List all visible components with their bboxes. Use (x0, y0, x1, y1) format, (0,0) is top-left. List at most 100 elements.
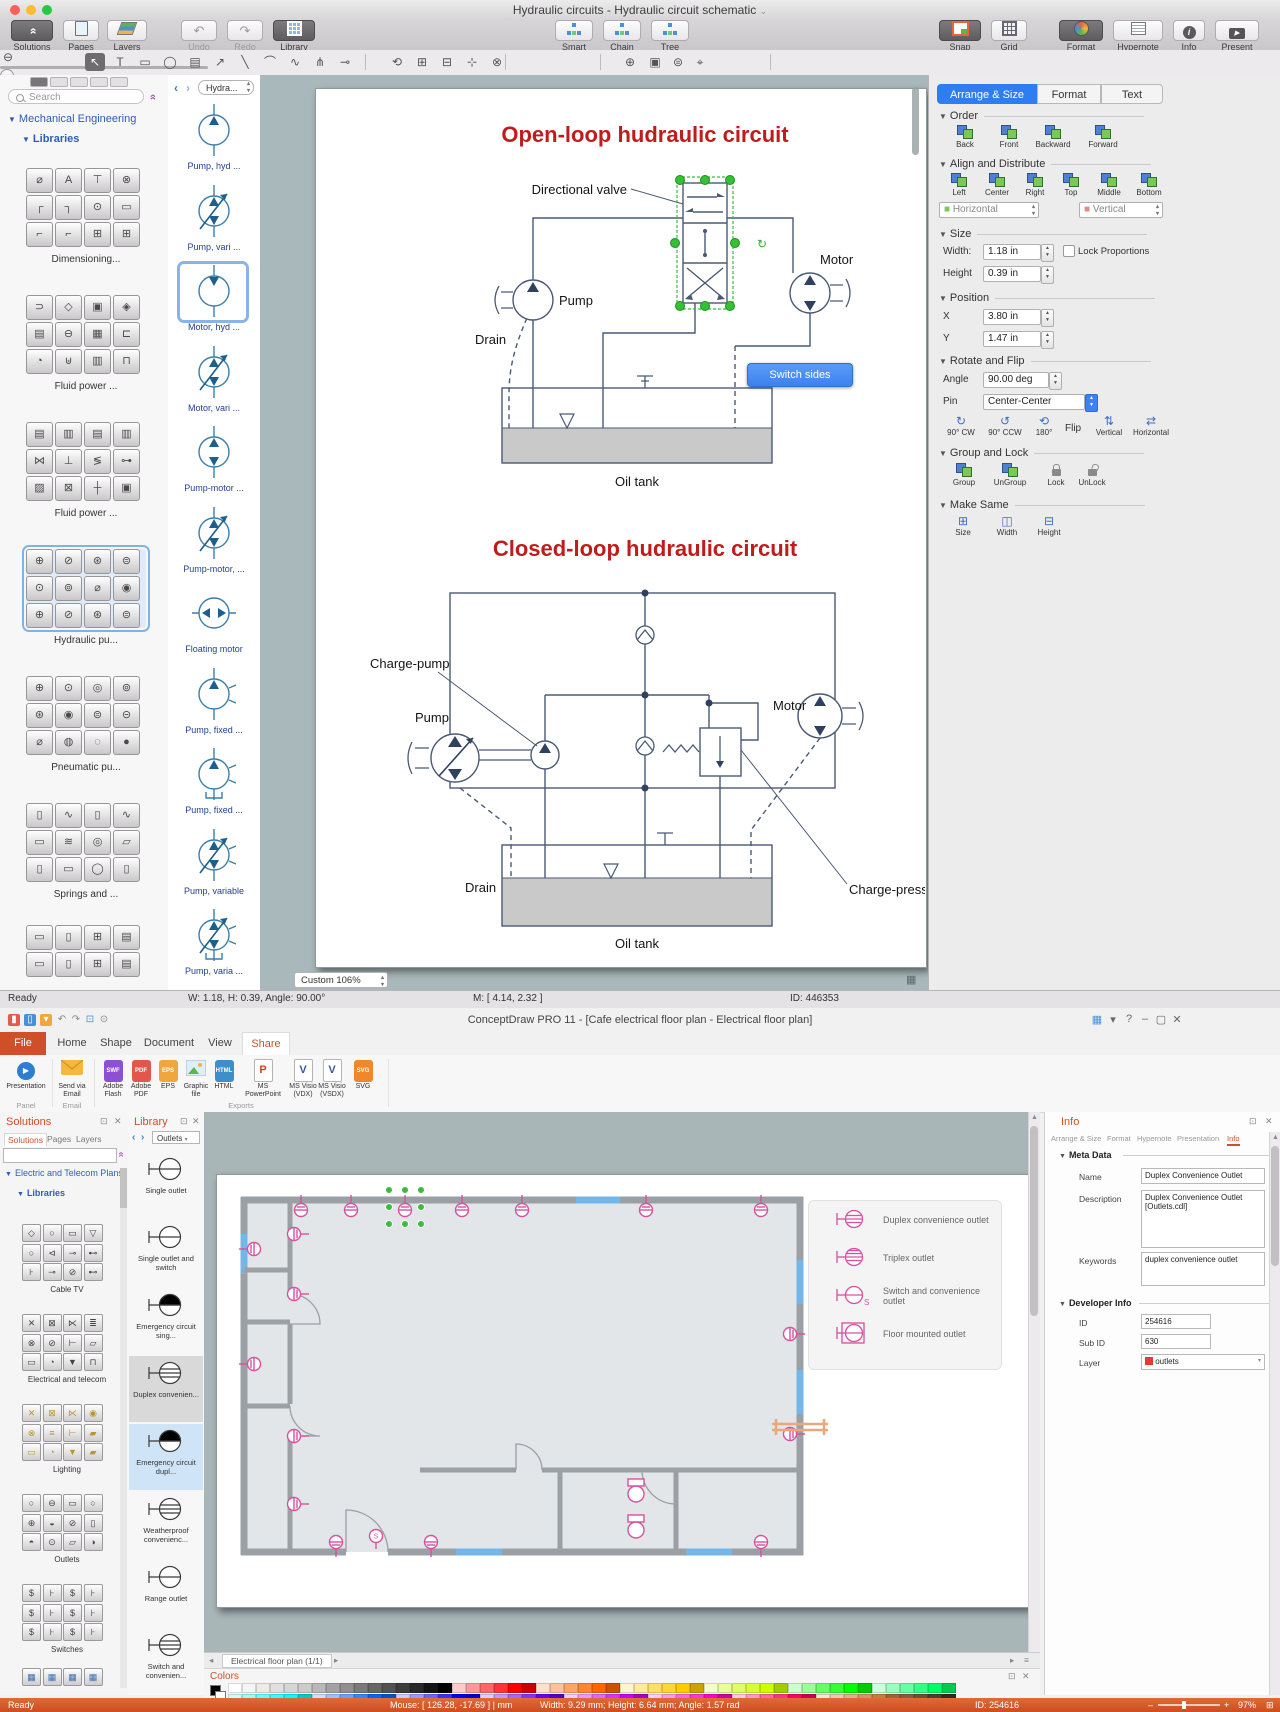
tab-shape[interactable]: Shape (100, 1037, 132, 1049)
stencil-icon[interactable]: ▦ (22, 1668, 41, 1686)
stencil-icon[interactable]: ⊞ (84, 952, 111, 977)
tab-view[interactable]: View (208, 1037, 232, 1049)
color-swatch[interactable] (578, 1683, 592, 1693)
tab-format[interactable]: Format (1037, 84, 1101, 104)
tab-text[interactable]: Text (1101, 84, 1163, 104)
stencil-item[interactable]: Pump, variable (168, 825, 260, 896)
tab-share[interactable]: Share (242, 1032, 290, 1055)
stencil-icon[interactable]: ▯ (83, 1513, 103, 1532)
height-stepper[interactable]: ▲▼ (1041, 266, 1054, 284)
stencil-icon[interactable]: ┼ (84, 476, 111, 501)
stencil-icon[interactable]: ⊢ (63, 1423, 82, 1442)
order-back-button[interactable]: Back (943, 125, 987, 149)
text-tool-icon[interactable]: T (116, 55, 124, 69)
library-forward-button[interactable]: › (141, 1132, 145, 1143)
close-icon[interactable]: ✕ (192, 1116, 200, 1126)
stencil-icon[interactable]: ▱ (83, 1333, 103, 1352)
save-icon[interactable]: ⊡ (85, 1014, 95, 1025)
stencil-icon[interactable]: ▤ (84, 422, 111, 447)
lock-proportions-checkbox[interactable] (1063, 245, 1075, 257)
stencil-icon[interactable]: ⊝ (113, 703, 140, 728)
stencil-icon[interactable]: ◍ (55, 730, 82, 755)
color-swatch[interactable] (298, 1683, 312, 1693)
close-icon[interactable]: ✕ (114, 1116, 122, 1126)
order-backward-button[interactable]: Backward (1031, 125, 1075, 149)
color-swatch[interactable] (466, 1683, 480, 1693)
stencil-icon[interactable]: ⊓ (113, 349, 140, 374)
stencil-icon[interactable]: ▥ (113, 422, 140, 447)
stencil-icon[interactable]: ◔ (42, 1443, 62, 1461)
tree-button[interactable]: Tree (648, 20, 692, 52)
pin-icon[interactable]: ⊡ (1008, 1671, 1016, 1681)
stencil-icon[interactable]: ▼ (63, 1353, 82, 1371)
selection-handles[interactable] (385, 1186, 425, 1228)
stencil-icon[interactable]: ┌ (26, 195, 53, 220)
stencil-icon[interactable]: ⊕ (26, 676, 53, 701)
color-swatch[interactable] (746, 1683, 760, 1693)
stencil-icon[interactable]: $ (63, 1603, 82, 1622)
stencil-icon[interactable]: ⊦ (42, 1603, 62, 1622)
stencil-icon[interactable]: ⊙ (55, 676, 82, 701)
stencil-icon[interactable]: ▭ (22, 1353, 41, 1371)
add-page-icon[interactable]: ▸ (1010, 1655, 1015, 1665)
stencil-icon[interactable]: ⊘ (63, 1263, 82, 1281)
groupsec-ungroup-button[interactable]: UnGroup (989, 463, 1031, 487)
stencil-icon[interactable]: ⊗ (113, 168, 140, 193)
color-swatch[interactable] (774, 1683, 788, 1693)
library-subgroup[interactable]: ▼Libraries (22, 133, 80, 145)
groupsec-lock-button[interactable]: Lock (1035, 463, 1077, 487)
stencil-icon[interactable]: ▦ (63, 1668, 82, 1686)
pin-icon[interactable]: ⊡ (1249, 1116, 1257, 1126)
zoom-in-icon[interactable]: + (1224, 1700, 1230, 1710)
stencil-icon[interactable]: ⊶ (113, 449, 140, 474)
sidebar-mode-button[interactable] (110, 77, 128, 87)
color-swatch[interactable] (340, 1683, 354, 1693)
stencil-icon[interactable]: ◉ (113, 576, 140, 601)
stencil-icon[interactable]: ▭ (26, 830, 53, 855)
info-tab-presentation[interactable]: Presentation (1177, 1134, 1220, 1143)
help-button[interactable]: ? (1125, 1013, 1133, 1025)
color-swatch[interactable] (256, 1683, 270, 1693)
stencil-item[interactable]: Pump, varia ... (168, 905, 260, 976)
rectangle-tool-icon[interactable]: ▭ (139, 55, 151, 69)
hypernote-button[interactable]: Hypernote (1110, 20, 1166, 52)
color-swatch[interactable] (704, 1683, 718, 1693)
rotate-section-header[interactable]: ▼Rotate and Flip (939, 355, 1151, 367)
spline-tool-icon[interactable]: ∿ (289, 55, 301, 69)
strip-forward-button[interactable]: › (186, 81, 190, 95)
close-icon[interactable]: ✕ (1265, 1116, 1273, 1126)
color-swatch[interactable] (494, 1683, 508, 1693)
zoom-slider-knob[interactable] (1182, 1701, 1186, 1709)
name-field[interactable]: Duplex Convenience Outlet (1141, 1168, 1265, 1184)
color-swatch[interactable] (522, 1683, 536, 1693)
stencil-icon[interactable]: ⊖ (55, 322, 82, 347)
sidebar-mode-button[interactable] (30, 77, 48, 87)
stencil-icon[interactable]: ◒ (42, 1513, 62, 1532)
library-card[interactable]: ✕⊠⋉≣⊗⊘⊢▱▭◔▼⊓Electrical and telecom (22, 1314, 112, 1384)
stencil-icon[interactable]: ▯ (113, 857, 140, 882)
color-swatch[interactable] (662, 1683, 676, 1693)
y-stepper[interactable]: ▲▼ (1041, 331, 1054, 349)
width-field[interactable]: 1.18 in (983, 244, 1041, 260)
color-swatch[interactable] (802, 1683, 816, 1693)
groupsec-unlock-button[interactable]: UnLock (1071, 463, 1113, 487)
library-back-button[interactable]: ‹ (132, 1132, 136, 1143)
page-tab[interactable]: Electrical floor plan (1/1) (222, 1654, 332, 1668)
stencil-icon[interactable]: ◎ (84, 676, 111, 701)
stencil-icon[interactable]: ▯ (26, 803, 53, 828)
library-card[interactable]: ▯∿▯∿▭≋◎▱▯▭◯▯Springs and ... (26, 803, 146, 900)
align-left-button[interactable]: Left (941, 173, 977, 197)
stencil-icon[interactable]: $ (22, 1584, 41, 1602)
library-group[interactable]: ▼Mechanical Engineering (8, 113, 137, 125)
stencil-icon[interactable]: $ (63, 1623, 82, 1641)
canvas-scrollbar[interactable]: ▲ (1028, 1112, 1040, 1652)
stencil-icon[interactable]: ⋈ (26, 449, 53, 474)
join-tool-icon[interactable]: ⊹ (466, 55, 478, 69)
stencil-icon[interactable]: ▭ (22, 1443, 41, 1461)
align-section-header[interactable]: ▼Align and Distribute (939, 158, 1152, 170)
make-same-section-header[interactable]: ▼Make Same (939, 499, 1145, 511)
color-swatch[interactable] (396, 1683, 410, 1693)
